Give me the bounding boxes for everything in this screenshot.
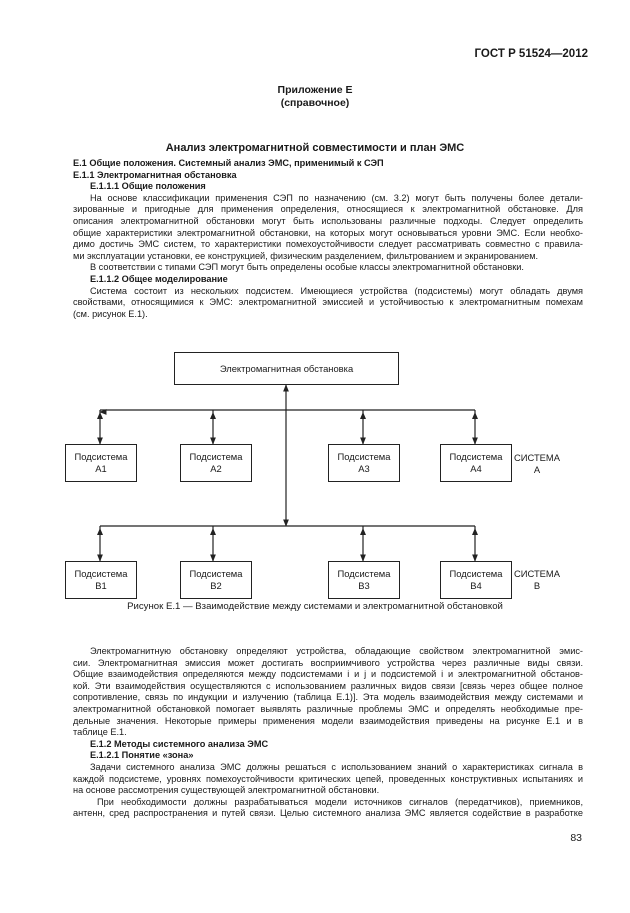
page-number: 83 — [570, 832, 582, 844]
text-block-1: Е.1 Общие положения. Системный анализ ЭМ… — [73, 158, 583, 320]
paragraph-line: Задачи системного анализа ЭМС должны реш… — [90, 761, 583, 772]
subsystem-id: В2 — [210, 580, 222, 591]
paragraph-line: (см. рисунок Е.1). — [73, 308, 148, 319]
system-a-id: А — [533, 464, 541, 475]
figure-caption: Рисунок Е.1 — Взаимодействие между систе… — [127, 601, 503, 612]
heading-e1-2-1: Е.1.2.1 Понятие «зона» — [90, 750, 194, 761]
paragraph-line: На основе классификации применения СЭП п… — [90, 192, 583, 203]
paragraph-line: электромагнитной обстановкой помогает вы… — [73, 703, 583, 714]
environment-label: Электромагнитная обстановка — [219, 362, 354, 374]
text-block-2: Электромагнитную обстановку определяют у… — [73, 646, 583, 820]
subsystem-label: Подсистема — [189, 451, 243, 462]
subsystem-label: Подсистема — [337, 451, 391, 462]
paragraph-line: Общие взаимодействия определяются между … — [73, 669, 583, 680]
subsystem-a4-box: Подсистема А4 — [440, 444, 512, 482]
subsystem-a3-box: Подсистема А3 — [328, 444, 400, 482]
paragraph-line: кой. Эти взаимодействия осуществляются с… — [73, 680, 583, 691]
subsystem-label: Подсистема — [74, 568, 128, 579]
subsystem-id: А3 — [358, 463, 370, 474]
paragraph-line: общие характеристики электромагнитной об… — [73, 227, 583, 238]
paragraph-line: таблице Е.1. — [73, 727, 127, 738]
subsystem-b3-box: Подсистема В3 — [328, 561, 400, 599]
subsystem-b2-box: Подсистема В2 — [180, 561, 252, 599]
paragraph-line: димо достичь ЭМС систем, то характеристи… — [73, 239, 583, 250]
heading-e1-2: Е.1.2 Методы системного анализа ЭМС — [90, 738, 269, 749]
subsystem-label: Подсистема — [189, 568, 243, 579]
paragraph-line: сопротивление, связь по индукции и излуч… — [73, 692, 583, 703]
paragraph-line: дельные значения. Некоторые примеры прим… — [73, 715, 583, 726]
system-a-label: СИСТЕМА А — [506, 452, 568, 476]
paragraph-line: каждой подсистеме, уровнях помехоустойчи… — [73, 773, 583, 784]
system-b-label: СИСТЕМА В — [506, 568, 568, 592]
subsystem-label: Подсистема — [449, 451, 503, 462]
paragraph-line: свойствами, относящимися к ЭМС: электром… — [73, 297, 583, 308]
subsystem-id: А2 — [210, 463, 222, 474]
system-b-title: СИСТЕМА — [513, 568, 560, 579]
subsystem-label: Подсистема — [449, 568, 503, 579]
paragraph-line: сии. Электромагнитная эмиссия может дост… — [73, 657, 583, 668]
subsystem-id: В4 — [470, 580, 482, 591]
paragraph-line: описания электромагнитной обстановки мог… — [73, 215, 583, 226]
subsystem-a1-box: Подсистема А1 — [65, 444, 137, 482]
paragraph-line: на основе рассмотрения существующей элек… — [73, 785, 380, 796]
heading-e1-1-2: Е.1.1.2 Общее моделирование — [90, 273, 228, 284]
section-title: Анализ электромагнитной совместимости и … — [165, 142, 465, 154]
paragraph-line: антенн, сред распространения и путей свя… — [73, 808, 583, 819]
paragraph-line: ми эксплуатации установки, ее конструкци… — [73, 250, 539, 261]
heading-e1: Е.1 Общие положения. Системный анализ ЭМ… — [73, 158, 384, 168]
heading-e1-1-1: Е.1.1.1 Общие положения — [90, 181, 206, 192]
subsystem-a2-box: Подсистема А2 — [180, 444, 252, 482]
subsystem-b1-box: Подсистема В1 — [65, 561, 137, 599]
heading-e1-1: Е.1.1 Электромагнитная обстановка — [73, 169, 237, 180]
document-standard-number: ГОСТ Р 51524—2012 — [474, 48, 588, 60]
appendix-title: Приложение Е — [277, 84, 353, 96]
subsystem-id: А1 — [95, 463, 107, 474]
subsystem-label: Подсистема — [337, 568, 391, 579]
appendix-subtitle: (справочное) — [280, 97, 350, 109]
subsystem-id: В3 — [358, 580, 370, 591]
electromagnetic-environment-box: Электромагнитная обстановка — [174, 352, 399, 385]
paragraph-line: При необходимости должны разрабатываться… — [97, 796, 583, 807]
subsystem-id: В1 — [95, 580, 107, 591]
paragraph-line: Электромагнитную обстановку определяют у… — [90, 646, 583, 656]
paragraph-line: Система состоит из нескольких подсистем.… — [90, 285, 583, 296]
subsystem-id: А4 — [470, 463, 482, 474]
paragraph-line: зированные и пригодные для применения оп… — [73, 204, 583, 215]
subsystem-b4-box: Подсистема В4 — [440, 561, 512, 599]
subsystem-label: Подсистема — [74, 451, 128, 462]
system-b-id: В — [533, 580, 541, 591]
paragraph-line: В соответствии с типами СЭП могут быть о… — [90, 262, 524, 273]
system-a-title: СИСТЕМА — [513, 452, 560, 463]
